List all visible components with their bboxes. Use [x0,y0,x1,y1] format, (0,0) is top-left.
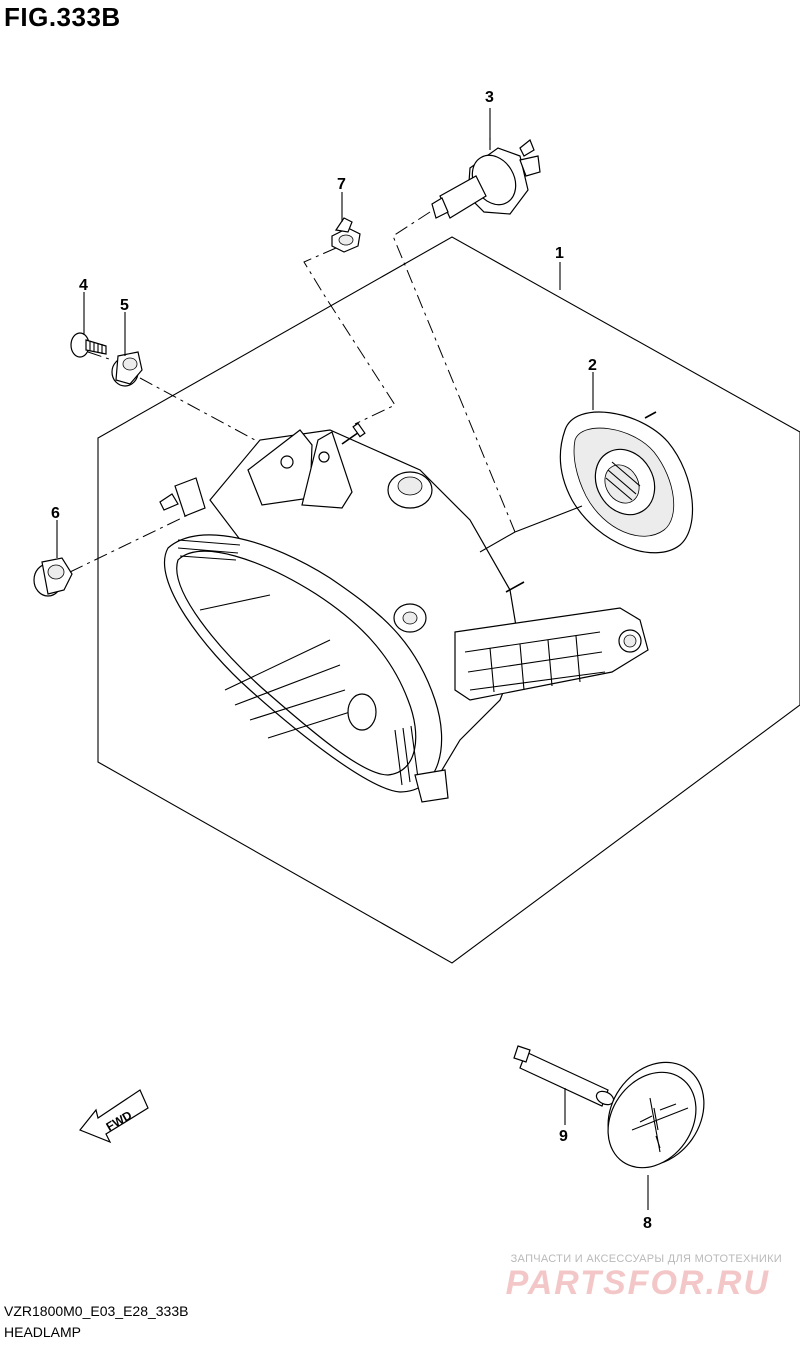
assembly-lines [69,211,583,573]
callout-9: 9 [559,1128,568,1145]
watermark-logo: PARTSFOR.RU [505,1264,770,1302]
cap[interactable] [588,1044,723,1185]
figure-code: VZR1800M0_E03_E28_333B [4,1303,189,1319]
nut[interactable] [331,217,361,253]
pin[interactable] [513,1045,616,1107]
forward-direction-arrow-icon: FWD [79,1089,149,1144]
headlamp-assembly[interactable] [159,422,649,803]
callout-7: 7 [337,176,346,193]
callout-8: 8 [643,1215,652,1232]
callout-6: 6 [51,505,60,522]
callout-5: 5 [120,297,129,314]
cushion[interactable] [33,557,73,597]
watermark-tagline: ЗАПЧАСТИ И АКСЕССУАРЫ ДЛЯ МОТОТЕХНИКИ [510,1253,782,1265]
callout-4: 4 [79,277,88,294]
callout-2: 2 [588,357,597,374]
callout-3: 3 [485,89,494,106]
socket-cover[interactable] [559,411,694,554]
screw[interactable] [70,332,107,358]
leader-lines [56,108,649,1210]
grommet[interactable] [111,351,143,387]
callout-1: 1 [555,245,564,262]
figure-name: HEADLAMP [4,1324,82,1340]
figure-title: FIG.333B [4,2,121,32]
bulb[interactable] [431,138,541,219]
assembly-boundary [97,236,800,964]
